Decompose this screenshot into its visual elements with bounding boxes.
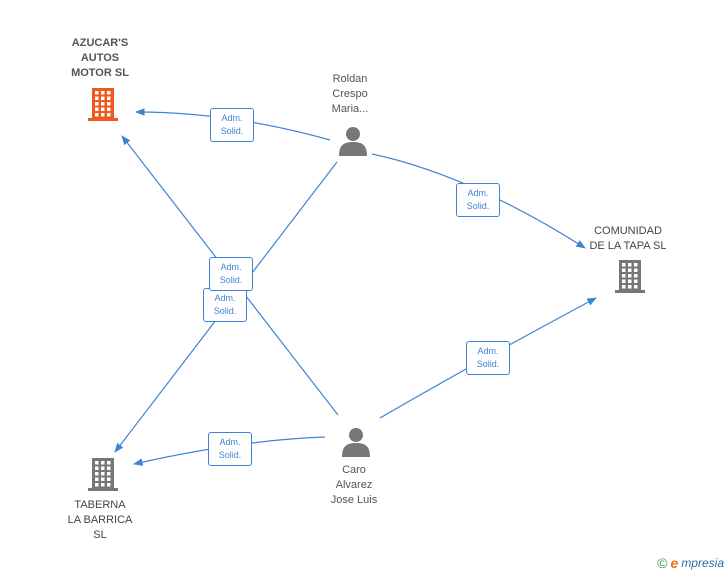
edge-label-caro-azucars: Adm. Solid. — [209, 257, 253, 291]
building-azucars — [88, 88, 118, 121]
building-icon-comunidad[interactable] — [613, 258, 647, 294]
company-label-taberna[interactable]: TABERNA LA BARRICA SL — [67, 499, 133, 541]
company-label-comunidad[interactable]: COMUNIDAD DE LA TAPA SL — [589, 225, 667, 252]
copyright-icon: © — [657, 555, 668, 571]
person-icon-roldan[interactable] — [337, 124, 369, 158]
edge-label-roldan-taberna: Adm. Solid. — [203, 288, 247, 322]
brand-logo-initial: e — [670, 555, 679, 571]
brand-name: mpresia — [681, 556, 724, 570]
edge-label-roldan-azucars: Adm. Solid. — [210, 108, 254, 142]
edge-label-caro-comunidad: Adm. Solid. — [466, 341, 510, 375]
person-label-roldan[interactable]: Roldan Crespo Maria... — [331, 73, 369, 115]
edges-layer — [114, 108, 597, 466]
edge-label-roldan-comunidad: Adm. Solid. — [456, 183, 500, 217]
company-label-azucars[interactable]: AZUCAR'S AUTOS MOTOR SL — [71, 37, 129, 79]
building-icon-taberna[interactable] — [86, 456, 120, 492]
building-comunidad — [615, 260, 645, 293]
edge-label-caro-taberna: Adm. Solid. — [208, 432, 252, 466]
building-taberna — [88, 458, 118, 491]
person-label-caro[interactable]: Caro Alvarez Jose Luis — [330, 464, 378, 506]
building-icon-azucars[interactable] — [86, 86, 120, 122]
person-icon-caro[interactable] — [340, 425, 372, 459]
